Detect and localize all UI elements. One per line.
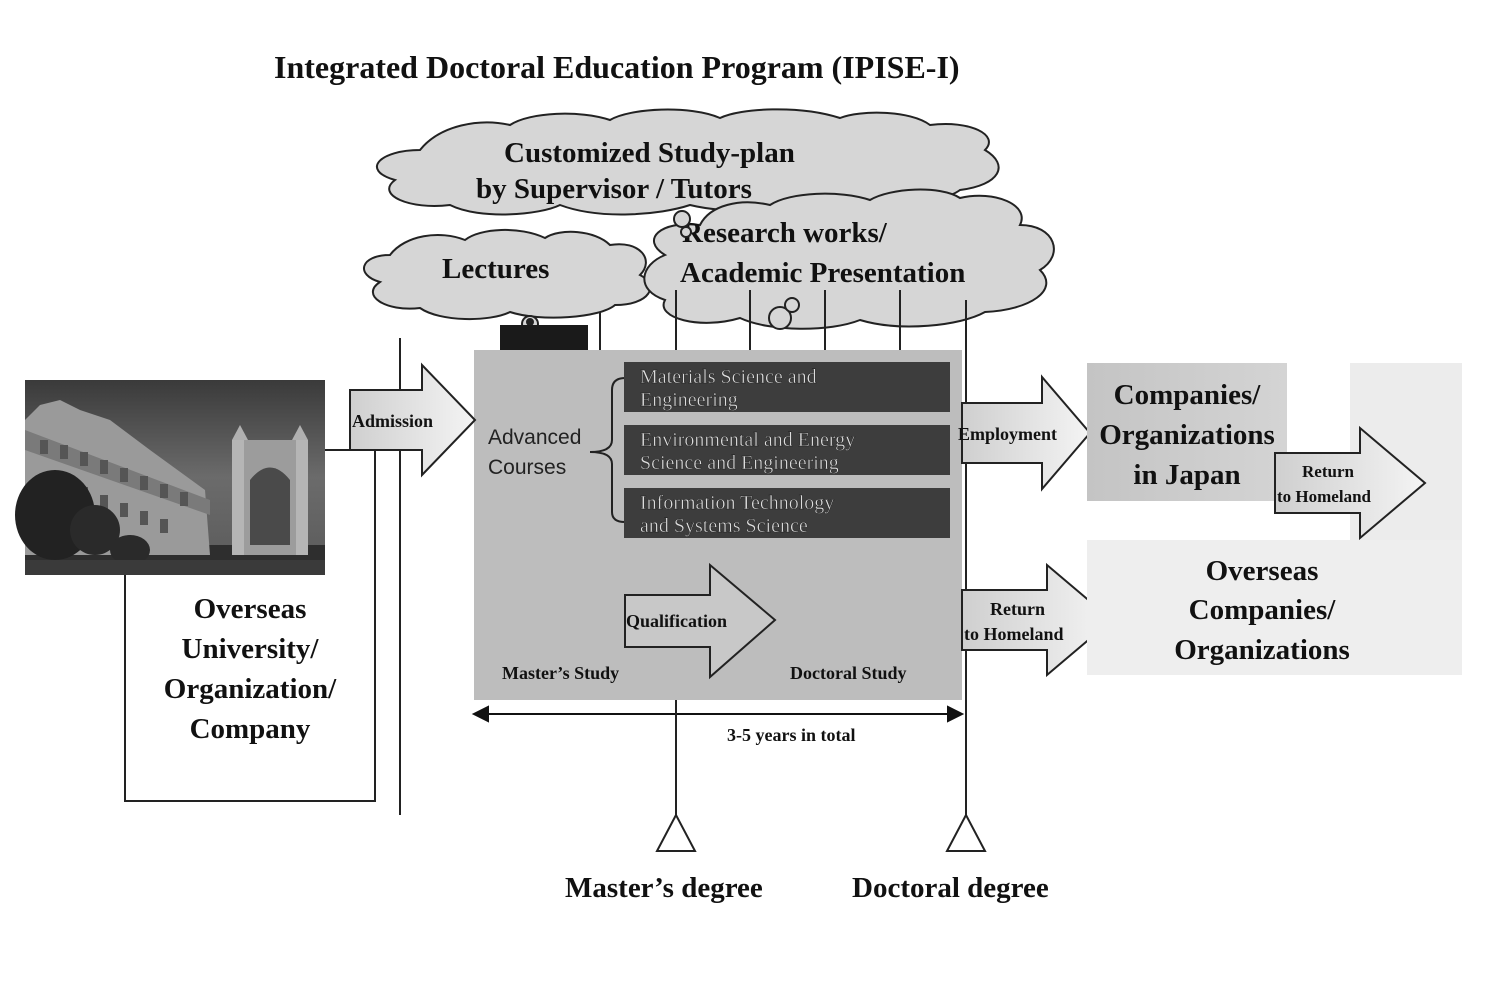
masters-degree-label: Master’s degree: [565, 872, 763, 904]
research-line2: Academic Presentation: [680, 257, 965, 289]
return-japan-line1: Return: [1302, 462, 1354, 481]
source-line-3: Organization/: [164, 673, 337, 705]
page-title: Integrated Doctoral Education Program (I…: [274, 49, 960, 85]
japan-line2: Organizations: [1099, 419, 1275, 451]
overseas-line3: Organizations: [1174, 634, 1350, 666]
course-materials-line2: Engineering: [640, 389, 738, 411]
study-plan-line1: Customized Study-plan: [504, 137, 795, 169]
admission-arrow: Admission: [349, 362, 477, 478]
return-doctoral-line1: Return: [990, 599, 1045, 619]
source-line-2: University/: [182, 633, 320, 665]
course-box-environmental: Environmental and Energy Science and Eng…: [624, 425, 950, 475]
course-box-materials: Materials Science and Engineering: [624, 362, 950, 412]
lectures-label: Lectures: [442, 253, 549, 285]
doctoral-study-label: Doctoral Study: [790, 663, 907, 683]
degree-markers: [655, 300, 987, 852]
overseas-line1: Overseas: [1206, 555, 1319, 587]
employment-arrow: Employment: [958, 374, 1092, 492]
employment-label: Employment: [958, 424, 1057, 444]
source-line-4: Company: [190, 713, 311, 745]
return-doctoral-line2: to Homeland: [964, 624, 1064, 644]
course-information-line2: and Systems Science: [640, 515, 808, 537]
overseas-destination: Overseas Companies/ Organizations: [1087, 540, 1462, 675]
study-plan-cloud: Customized Study-plan by Supervisor / Tu…: [375, 108, 1000, 216]
lectures-cloud: Lectures: [363, 229, 652, 320]
japan-line3: in Japan: [1133, 459, 1240, 491]
masters-study-label: Master’s Study: [502, 663, 619, 683]
research-cloud: Research works/ Academic Presentation: [643, 188, 1055, 330]
course-box-information: Information Technology and Systems Scien…: [624, 488, 950, 538]
admission-label: Admission: [352, 411, 433, 431]
return-japan-line2: to Homeland: [1277, 487, 1372, 506]
overseas-line2: Companies/: [1189, 594, 1337, 626]
course-materials-line1: Materials Science and: [640, 366, 817, 388]
connector-lines: [599, 290, 901, 352]
courses-brace: [589, 377, 626, 523]
research-line1: Research works/: [682, 217, 888, 249]
qualification-label: Qualification: [626, 611, 727, 631]
qualification-arrow: Qualification: [624, 562, 777, 680]
study-plan-line2: by Supervisor / Tutors: [476, 173, 752, 205]
source-line-1: Overseas: [194, 593, 307, 625]
return-doctoral-arrow: Return to Homeland: [961, 562, 1114, 678]
doctoral-degree-label: Doctoral degree: [852, 872, 1049, 904]
advanced-courses-line1: Advanced: [488, 426, 581, 449]
advanced-courses-line2: Courses: [488, 456, 566, 479]
duration-label: 3-5 years in total: [727, 725, 855, 745]
japan-line1: Companies/: [1114, 379, 1262, 411]
course-environmental-line1: Environmental and Energy: [640, 429, 855, 451]
course-environmental-line2: Science and Engineering: [640, 452, 839, 474]
course-information-line1: Information Technology: [640, 492, 834, 514]
return-japan-arrow: Return to Homeland: [1274, 425, 1427, 541]
lecture-block: [500, 325, 588, 352]
campus-photo: [15, 380, 325, 575]
duration-arrow: [471, 705, 965, 723]
